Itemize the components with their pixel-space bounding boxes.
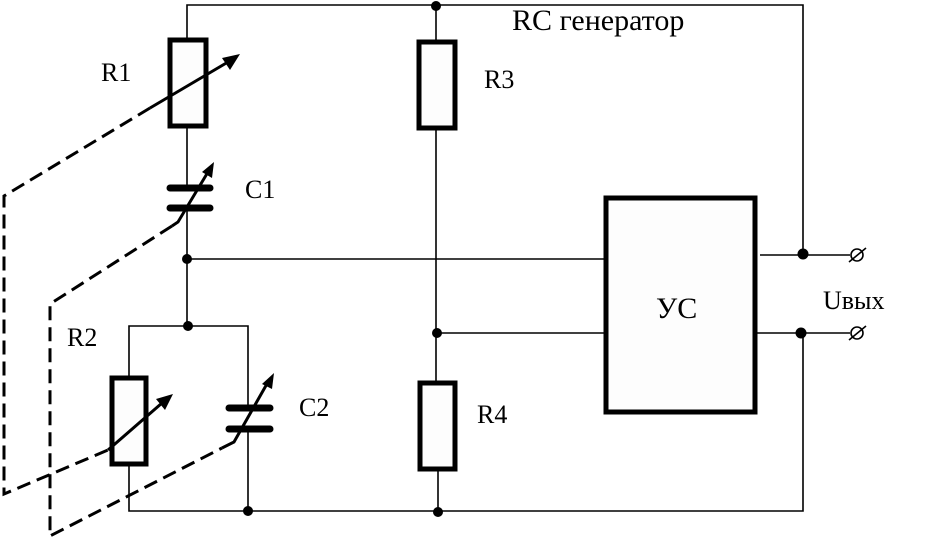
c2-arrowhead-icon: [262, 373, 274, 389]
label-r1: R1: [101, 58, 131, 87]
label-r2: R2: [67, 323, 97, 352]
output-terminal-icon: [848, 325, 867, 341]
amplifier-block: [603, 195, 758, 415]
diagram-title: RC генератор: [512, 4, 684, 37]
r1-adjust-arrow: [149, 60, 229, 110]
label-r3: R3: [484, 65, 514, 94]
parallel-top-wire: [128, 325, 249, 405]
junction-node: [243, 506, 253, 516]
c2-adjust-arrow: [221, 381, 270, 450]
parallel-bottom-wire: [128, 334, 804, 512]
junction-node: [433, 507, 443, 517]
r1-arrowhead-icon: [222, 54, 240, 70]
resistor-r3: [416, 39, 458, 131]
output-voltage-label: Uвых: [823, 286, 885, 315]
ganged-linkage-outer: [2, 106, 151, 497]
junction-node: [795, 327, 807, 339]
amplifier-label: УС: [656, 292, 697, 325]
c1-arrowhead-icon: [202, 162, 214, 178]
junction-node: [797, 248, 809, 260]
resistor-r1: [167, 37, 209, 129]
top-wire: [186, 4, 804, 255]
r2-adjust-arrow: [107, 401, 163, 452]
r2-arrowhead-icon: [156, 394, 173, 410]
c1-adjust-arrow: [171, 171, 210, 228]
label-c1: C1: [245, 175, 275, 204]
ganged-linkage-inner: [48, 224, 223, 539]
output-terminal-icon: [848, 247, 867, 263]
label-r4: R4: [477, 400, 507, 429]
label-c2: C2: [299, 393, 329, 422]
resistor-r4: [417, 380, 458, 472]
